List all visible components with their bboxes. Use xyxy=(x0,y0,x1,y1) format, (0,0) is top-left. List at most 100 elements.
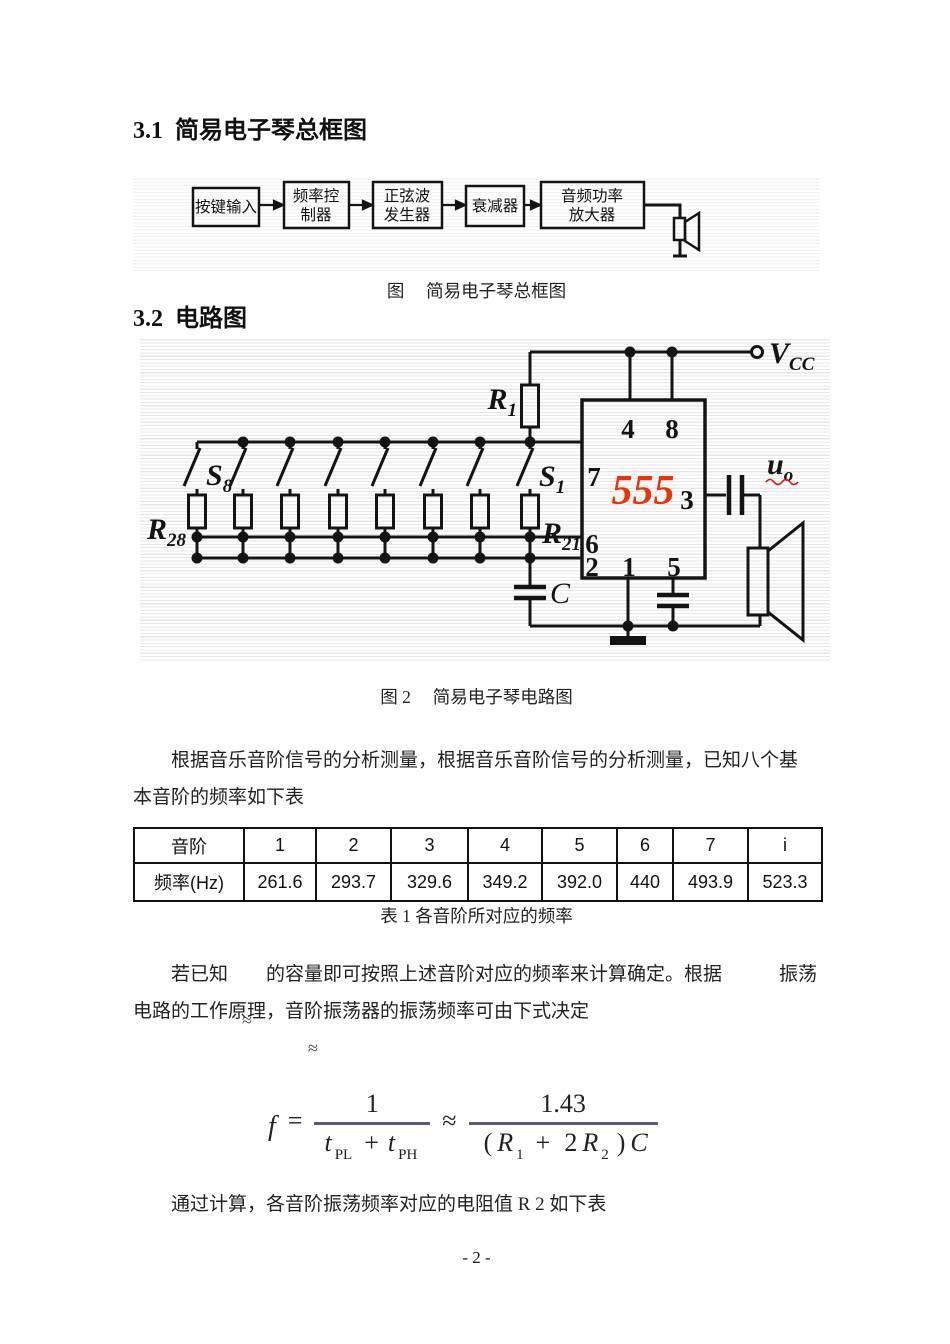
formula-approx: ≈ xyxy=(442,1105,457,1135)
speaker-cone-icon xyxy=(683,210,701,253)
junction-dot xyxy=(667,620,679,632)
speaker-icon xyxy=(672,216,687,242)
table-cell: 493.9 xyxy=(672,862,749,902)
pin1-label: 1 xyxy=(622,552,636,582)
pin7-label: 7 xyxy=(587,462,601,492)
block-label: 正弦波 xyxy=(384,187,431,205)
key-column xyxy=(370,442,395,564)
pin5-capacitor-icon xyxy=(657,592,689,609)
table1-caption: 表 1 各音阶所对应的频率 xyxy=(380,906,573,926)
fraction-bar xyxy=(468,1122,658,1125)
block-label: 按键输入 xyxy=(195,198,257,216)
table-row-frequency: 频率(Hz) 261.6 293.7 329.6 349.2 392.0 440… xyxy=(133,862,823,902)
key-column xyxy=(323,442,348,564)
s1-label: S1 xyxy=(539,460,565,498)
paragraph-2: 若已知 的容量即可按照上述音阶对应的频率来计算确定。根据 振荡 电路的工作原理，… xyxy=(133,956,833,1030)
paragraph-3: 通过计算，各音阶振荡频率对应的电阻值 R 2 如下表 xyxy=(171,1194,607,1215)
table-header-cell: 音阶 xyxy=(133,827,245,864)
table-header-cell: 4 xyxy=(467,827,543,864)
block-diagram-svg: 按键输入 频率控 制器 正弦波 发生器 衰减器 音频功率 放大器 xyxy=(191,180,701,258)
circuit-svg: VCC R1 555 4 8 7 3 6 2 1 5 xyxy=(146,337,815,645)
resistor-r21 xyxy=(520,493,540,530)
paragraph-2-line-1: 若已知 的容量即可按照上述音阶对应的频率来计算确定。根据 振荡 xyxy=(171,964,818,985)
approx-symbol-1: ≈ xyxy=(242,1010,252,1030)
table-cell: 440 xyxy=(616,862,674,902)
figure1-caption: 图 简易电子琴总框图 xyxy=(386,281,567,301)
paragraph-1-line-1: 根据音乐音阶信号的分析测量，根据音乐音阶信号的分析测量，已知八个基 xyxy=(171,750,799,771)
table-cell: 392.0 xyxy=(541,862,618,902)
resistor-r28 xyxy=(187,493,207,530)
section-heading-3-2: 3.2 电路图 xyxy=(133,306,247,332)
block-label: 频率控 xyxy=(293,187,340,205)
spellcheck-wavy-underline xyxy=(765,478,799,486)
frequency-table: 音阶 1 2 3 4 5 6 7 i 频率(Hz) 261.6 293.7 32… xyxy=(133,827,823,902)
block-label: 放大器 xyxy=(569,206,616,224)
pin5-label: 5 xyxy=(667,552,681,582)
table-header-cell: 7 xyxy=(672,827,749,864)
pin2-label: 2 xyxy=(585,552,599,582)
r21-label: R21 xyxy=(541,517,581,555)
pin3-label: 3 xyxy=(680,485,694,515)
table-header-cell: 2 xyxy=(315,827,392,864)
arrow-head-icon xyxy=(272,199,286,211)
frequency-table-wrap: 音阶 1 2 3 4 5 6 7 i 频率(Hz) 261.6 293.7 32… xyxy=(133,827,823,902)
table-header-cell: 3 xyxy=(390,827,469,864)
table-header-cell: 1 xyxy=(243,827,317,864)
coupling-capacitor-icon xyxy=(726,475,745,515)
paragraph-1-line-2: 本音阶的频率如下表 xyxy=(133,787,305,808)
formula-equals: = xyxy=(287,1105,303,1135)
table-cell: 349.2 xyxy=(467,862,543,902)
junction-dot xyxy=(622,620,634,632)
circuit-figure: VCC R1 555 4 8 7 3 6 2 1 5 xyxy=(140,337,830,662)
block-label: 音频功率 xyxy=(561,187,623,205)
r28-label: R28 xyxy=(146,513,187,551)
approx-symbol-2: ≈ xyxy=(308,1038,318,1058)
pin6-label: 6 xyxy=(585,529,599,559)
table-cell: 293.7 xyxy=(315,862,392,902)
table-cell: 频率(Hz) xyxy=(133,862,245,902)
vcc-label: VCC xyxy=(769,337,815,375)
section-heading-3-1: 3.1 简易电子琴总框图 xyxy=(133,118,367,144)
arrow-head-icon xyxy=(361,199,375,211)
figure2-caption: 图 2 简易电子琴电路图 xyxy=(380,687,573,707)
pin4-pin8-wires xyxy=(628,352,674,400)
block-labels: 按键输入 频率控 制器 正弦波 发生器 衰减器 音频功率 放大器 xyxy=(195,187,623,224)
block-label: 制器 xyxy=(300,206,332,224)
speaker-wire xyxy=(644,203,682,218)
key-column xyxy=(465,442,490,564)
paragraph-1: 根据音乐音阶信号的分析测量，根据音乐音阶信号的分析测量，已知八个基 本音阶的频率… xyxy=(133,742,833,816)
formula-lhs: f xyxy=(268,1110,276,1142)
table-cell: 523.3 xyxy=(747,862,823,902)
fraction-numerator: 1 xyxy=(365,1089,379,1118)
vcc-terminal-icon xyxy=(750,345,764,359)
s8-label: S8 xyxy=(206,459,233,497)
capacitor-c-icon xyxy=(514,584,546,601)
page-number: - 2 - xyxy=(462,1248,491,1267)
ground-icon xyxy=(610,636,646,645)
speaker-ground xyxy=(673,240,687,258)
ic-555-label: 555 xyxy=(612,468,675,514)
arrow-head-icon xyxy=(454,199,468,211)
table-cell: 329.6 xyxy=(390,862,469,902)
block-label: 衰减器 xyxy=(472,197,519,215)
pin4-label: 4 xyxy=(621,414,635,444)
fraction-numerator: 1.43 xyxy=(540,1089,586,1118)
pin8-label: 8 xyxy=(665,414,679,444)
block-arrows xyxy=(259,199,543,211)
table-row-scale: 音阶 1 2 3 4 5 6 7 i xyxy=(133,827,823,864)
table-header-cell: 6 xyxy=(616,827,674,864)
paragraph-2-line-2: 电路的工作原理，音阶振荡器的振荡频率可由下式决定 xyxy=(133,1001,590,1022)
speaker-icon xyxy=(746,546,770,617)
resistor-r1 xyxy=(520,383,540,429)
key-column xyxy=(275,442,300,564)
key-column xyxy=(228,442,253,564)
cap-c-label: C xyxy=(550,577,571,610)
uo-label: uo xyxy=(767,448,793,486)
key-column-s8 xyxy=(182,442,207,564)
block-speaker xyxy=(644,203,701,258)
